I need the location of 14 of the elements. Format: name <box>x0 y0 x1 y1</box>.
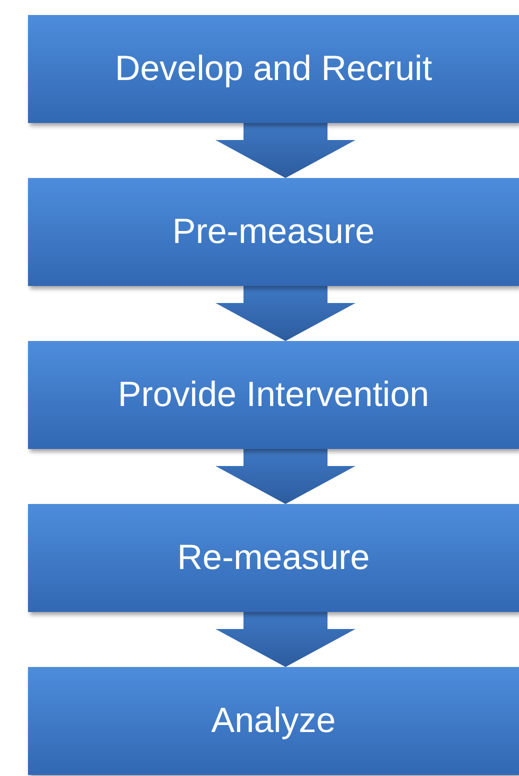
box-label: Re-measure <box>177 537 370 580</box>
block-arrow <box>216 286 356 341</box>
box-label: Provide Intervention <box>118 374 430 416</box>
block-arrow <box>216 449 356 504</box>
box-label: Develop and Recruit <box>114 48 432 90</box>
process-box <box>28 341 519 449</box>
block-arrow <box>216 123 356 178</box>
process-box <box>28 15 519 123</box>
box-label: Analyze <box>211 700 336 742</box>
process-box <box>28 178 519 286</box>
process-box <box>28 504 519 612</box>
process-box <box>28 667 519 775</box>
block-arrow <box>216 612 356 667</box>
box-label: Pre-measure <box>172 211 375 254</box>
